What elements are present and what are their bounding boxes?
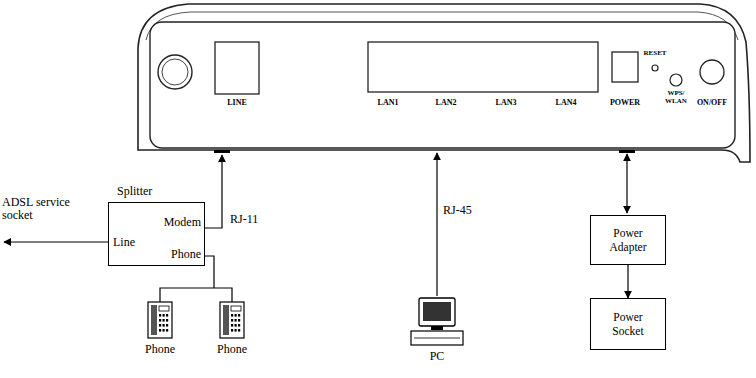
power-port [612, 52, 638, 82]
pc-icon [411, 298, 463, 345]
phone-icon [148, 302, 172, 338]
port-label: LINE [227, 99, 247, 108]
power-switch [700, 60, 724, 84]
node-heading: Splitter [117, 184, 152, 198]
node-text: Power Socket [597, 310, 659, 338]
power-box: Power Adapter [590, 215, 666, 265]
plug-mark [619, 150, 635, 153]
device-label: Phone [145, 343, 175, 356]
splitter-box: SplitterLineModemPhone [108, 202, 205, 266]
connector-label: RJ-11 [230, 213, 258, 226]
port-label: LAN2 [436, 99, 457, 108]
phone-wire [205, 256, 214, 288]
socket-label: ADSL service socket [2, 196, 76, 222]
antenna-hole-inner [162, 59, 188, 85]
node-text: Power Adapter [597, 226, 659, 254]
wps-button [670, 74, 682, 86]
port-label: LAN3 [496, 99, 517, 108]
device-label: Phone [217, 343, 247, 356]
device-label: PC [430, 350, 445, 363]
adsl-line [4, 241, 108, 242]
power-cable [626, 154, 627, 213]
rear-panel [150, 22, 735, 148]
router-housing [138, 4, 750, 162]
phone-wire [160, 288, 232, 302]
rj45-cable [436, 153, 437, 296]
line-port [215, 42, 259, 94]
port-label: LAN1 [378, 99, 399, 108]
reset-button [652, 65, 658, 71]
node-text: Modem [164, 215, 201, 229]
port-label: LAN4 [556, 99, 577, 108]
button-label: RESET [644, 50, 667, 58]
power-box: Power Socket [590, 298, 666, 350]
plug-mark [214, 150, 230, 153]
node-text: Phone [171, 247, 201, 261]
port-label: POWER [610, 99, 640, 108]
switch-label: ON/OFF [697, 99, 727, 108]
connector-label: RJ-45 [443, 204, 472, 217]
connector-arrow [627, 265, 628, 298]
button-label: WPS/ WLAN [663, 90, 689, 105]
phone-icon [220, 302, 244, 338]
lan-ports [368, 42, 598, 92]
node-text: Line [113, 235, 135, 249]
rj11-wire [205, 155, 222, 228]
antenna-hole [158, 55, 192, 89]
